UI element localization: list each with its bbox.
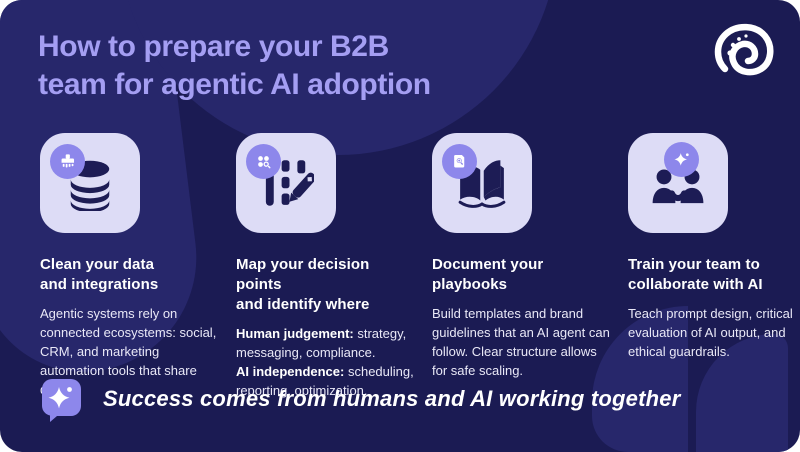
takeaway-text: Success comes from humans and AI working…	[103, 386, 681, 411]
card-body: Human judgement: strategy, messaging, co…	[236, 326, 414, 398]
page-title-line1: How to prepare your B2B	[38, 30, 389, 63]
card-body: Teach prompt design, critical evaluation…	[628, 306, 793, 359]
badge	[246, 144, 281, 179]
takeaway-banner: Success comes from humans and AI working…	[38, 376, 680, 422]
icon-tile	[40, 133, 140, 233]
people-handshake-icon	[652, 169, 704, 204]
card-clean-data: Clean your data and integrations Agentic…	[40, 133, 220, 400]
brush-icon	[61, 154, 75, 168]
badge	[664, 142, 699, 177]
badge	[50, 144, 85, 179]
dots-magnifier-icon	[258, 156, 271, 169]
card-train-team: Train your team to collaborate with AI T…	[628, 133, 800, 400]
icon-tile	[236, 133, 336, 233]
card-heading: Train your team to collaborate with AI	[628, 256, 763, 293]
document-magnifier-icon	[454, 154, 465, 168]
card-heading: Map your decision points and identify wh…	[236, 256, 370, 313]
icon-tile	[432, 133, 532, 233]
card-document-playbooks: Document your playbooks Build templates …	[432, 133, 612, 400]
header: How to prepare your B2B team for agentic…	[38, 28, 431, 104]
card-body: Agentic systems rely on connected ecosys…	[40, 306, 217, 397]
brand-spiral-logo-icon	[714, 23, 774, 76]
badge	[442, 144, 477, 179]
card-map-decision-points: Map your decision points and identify wh…	[236, 133, 416, 400]
page-title-line2: team for agentic AI adoption	[38, 68, 431, 101]
card-body: Build templates and brand guidelines tha…	[432, 306, 610, 378]
steps-row: Clean your data and integrations Agentic…	[40, 133, 793, 400]
card-heading: Document your playbooks	[432, 256, 544, 293]
page-title: How to prepare your B2B team for agentic…	[38, 28, 431, 104]
sparkle-icon	[674, 152, 689, 166]
icon-tile	[628, 133, 728, 233]
card-heading: Clean your data and integrations	[40, 256, 159, 293]
sparkle-chat-bubble-icon	[42, 379, 81, 422]
